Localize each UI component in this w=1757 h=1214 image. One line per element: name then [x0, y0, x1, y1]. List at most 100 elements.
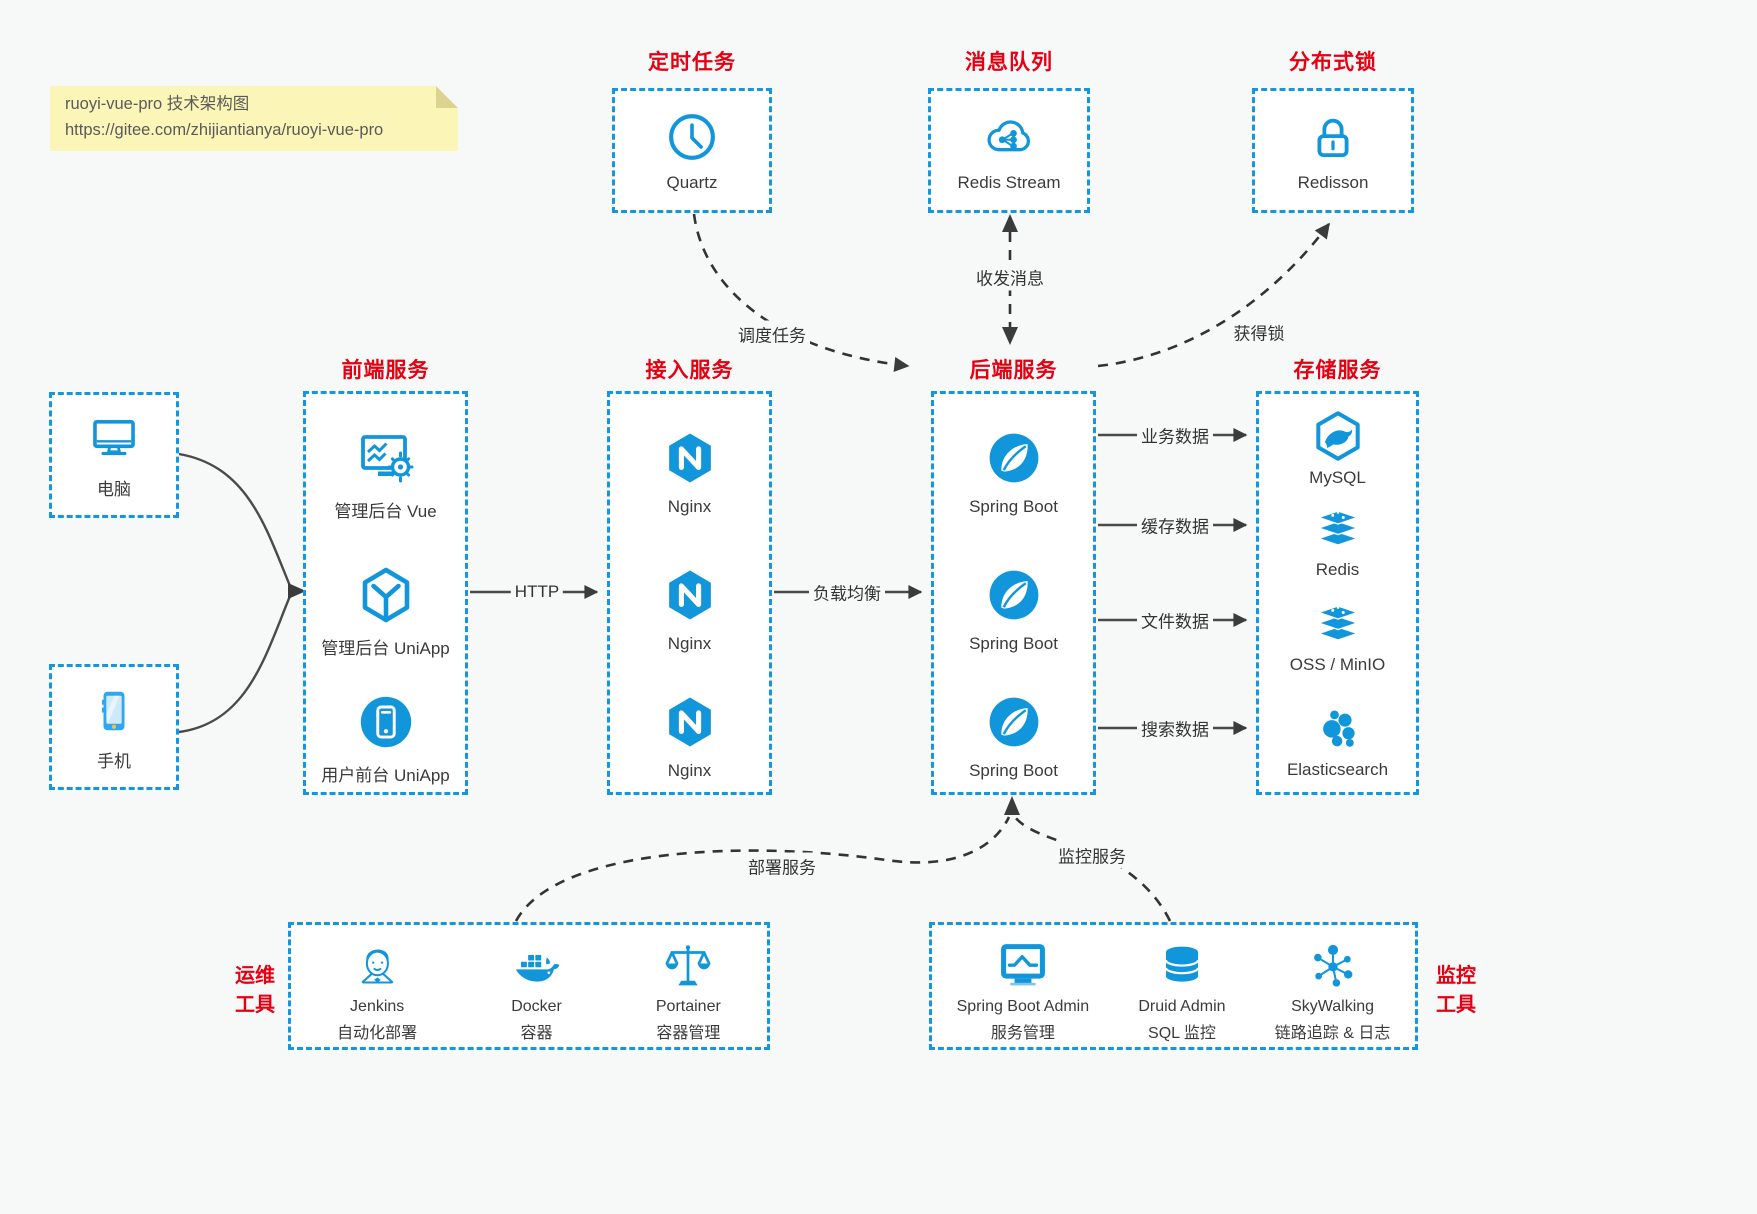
- node-user-uniapp: 用户前台 UniApp: [306, 690, 465, 786]
- node-mysql: MySQL: [1259, 408, 1416, 488]
- node-label: Nginx: [667, 761, 712, 780]
- node-admin-uniapp: 管理后台 UniApp: [306, 563, 465, 659]
- node-label: 手机: [97, 752, 131, 771]
- elasticsearch-icon: [1310, 700, 1366, 756]
- docker-icon: [510, 940, 564, 992]
- title-ops-tools: 运维 工具: [235, 965, 275, 1016]
- group-access-services: Nginx Nginx Nginx: [607, 391, 772, 795]
- edge-label-get-lock: 获得锁: [1229, 318, 1289, 346]
- title-storage-services: 存储服务: [1293, 359, 1382, 382]
- edge-label-send-receive-message: 收发消息: [972, 263, 1048, 291]
- note-url: https://gitee.com/zhijiantianya/ruoyi-vu…: [65, 120, 384, 139]
- node-label: Redis Stream: [957, 173, 1061, 192]
- node-phone: 手机: [49, 664, 179, 790]
- node-label: Spring Boot: [969, 634, 1058, 653]
- node-spring-boot-3: Spring Boot: [934, 690, 1093, 781]
- node-label: SkyWalking: [1291, 998, 1375, 1015]
- edge-label-search-data: 搜索数据: [1137, 714, 1213, 742]
- node-sublabel: SQL 监控: [1148, 1025, 1216, 1042]
- admin-vue-icon: [354, 426, 418, 490]
- node-label: Spring Boot: [969, 497, 1058, 516]
- note-title: ruoyi-vue-pro 技术架构图: [65, 95, 250, 113]
- redis-stack-icon: [1310, 500, 1366, 556]
- node-druid-admin: Druid Admin SQL 监控: [1138, 940, 1226, 1043]
- cloud-stream-icon: [980, 108, 1038, 166]
- edge-label-http: HTTP: [510, 581, 564, 603]
- node-spring-boot-2: Spring Boot: [934, 563, 1093, 654]
- node-sublabel: 容器管理: [656, 1025, 721, 1042]
- nginx-icon: [661, 563, 719, 627]
- edge-monitor-service: [1013, 816, 1172, 922]
- node-label: Druid Admin: [1138, 998, 1226, 1015]
- title-access-services: 接入服务: [645, 359, 734, 382]
- node-label: Portainer: [655, 998, 721, 1015]
- group-monitor-tools: Spring Boot Admin 服务管理 Druid Admin SQL 监…: [929, 922, 1418, 1050]
- node-label: Jenkins: [350, 998, 405, 1015]
- node-redisson: Redisson: [1252, 88, 1414, 213]
- node-label: 管理后台 Vue: [334, 502, 437, 521]
- node-label: 管理后台 UniApp: [321, 639, 450, 658]
- smartphone-icon: [86, 682, 142, 740]
- group-backend-services: Spring Boot Spring Boot Spring Boot: [931, 391, 1096, 795]
- edge-label-cache-data: 缓存数据: [1137, 511, 1213, 539]
- title-frontend-services: 前端服务: [341, 359, 430, 382]
- oss-minio-stack-icon: [1310, 595, 1366, 651]
- user-app-icon: [355, 690, 417, 754]
- node-docker: Docker 容器: [510, 940, 564, 1043]
- node-skywalking: SkyWalking 链路追踪 & 日志: [1274, 940, 1391, 1043]
- node-label: Redisson: [1297, 173, 1369, 192]
- title-monitor-tools: 监控 工具: [1436, 965, 1476, 1016]
- edge-phone-frontend: [178, 595, 292, 734]
- node-sublabel: 链路追踪 & 日志: [1274, 1025, 1391, 1042]
- node-label: Docker: [511, 998, 562, 1015]
- merge-arrowhead-backend: [1004, 796, 1020, 815]
- node-portainer: Portainer 容器管理: [656, 940, 721, 1043]
- node-quartz: Quartz: [612, 88, 772, 213]
- spring-boot-icon: [984, 690, 1044, 754]
- node-label: 用户前台 UniApp: [321, 766, 450, 785]
- node-label: Spring Boot Admin: [956, 998, 1090, 1015]
- node-sublabel: 容器: [520, 1025, 553, 1042]
- node-label: Quartz: [666, 173, 718, 192]
- node-nginx-2: Nginx: [610, 563, 769, 654]
- edge-label-deploy-service: 部署服务: [744, 852, 820, 880]
- edge-label-monitor-service: 监控服务: [1054, 841, 1130, 869]
- node-nginx-3: Nginx: [610, 690, 769, 781]
- node-spring-boot-admin: Spring Boot Admin 服务管理: [956, 940, 1090, 1043]
- node-computer: 电脑: [49, 392, 179, 518]
- group-ops-tools: Jenkins 自动化部署 Docker 容器 Portainer 容器管理: [288, 922, 770, 1050]
- node-admin-vue: 管理后台 Vue: [306, 426, 465, 522]
- node-label: Redis: [1315, 560, 1360, 579]
- node-oss-minio: OSS / MinIO: [1259, 595, 1416, 675]
- mysql-icon: [1310, 408, 1366, 464]
- spring-boot-icon: [984, 563, 1044, 627]
- group-frontend-services: 管理后台 Vue 管理后台 UniApp 用户前台 UniApp: [303, 391, 468, 795]
- title-backend-services: 后端服务: [969, 359, 1058, 382]
- nginx-icon: [661, 690, 719, 754]
- desktop-computer-icon: [84, 410, 144, 468]
- spring-boot-icon: [984, 426, 1044, 490]
- title-message-queue: 消息队列: [965, 51, 1053, 74]
- node-sublabel: 服务管理: [990, 1025, 1055, 1042]
- node-label: 电脑: [97, 480, 131, 499]
- node-redis-stream: Redis Stream: [928, 88, 1090, 213]
- node-spring-boot-1: Spring Boot: [934, 426, 1093, 517]
- clock-icon: [663, 108, 721, 166]
- node-label: Spring Boot: [969, 761, 1058, 780]
- node-label: Nginx: [667, 634, 712, 653]
- node-label: MySQL: [1309, 468, 1366, 487]
- skywalking-icon: [1306, 940, 1360, 992]
- node-label: Nginx: [667, 497, 712, 516]
- group-storage-services: MySQL Redis OSS / MinIO Elasticsearch: [1256, 391, 1419, 795]
- jenkins-icon: [350, 940, 404, 992]
- node-jenkins: Jenkins 自动化部署: [337, 940, 417, 1043]
- node-label: OSS / MinIO: [1289, 655, 1386, 674]
- portainer-icon: [661, 940, 715, 992]
- edge-label-load-balance: 负载均衡: [809, 578, 885, 606]
- edge-label-file-data: 文件数据: [1137, 606, 1213, 634]
- druid-icon: [1155, 940, 1209, 992]
- uniapp-cube-icon: [354, 563, 418, 627]
- node-elasticsearch: Elasticsearch: [1259, 700, 1416, 780]
